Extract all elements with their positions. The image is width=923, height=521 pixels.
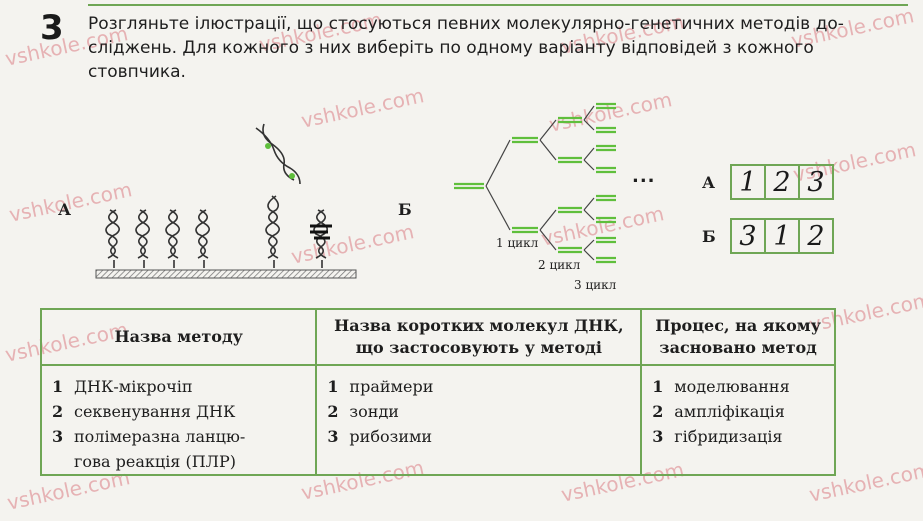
question-text: Розгляньте ілюстрації, що стосуються пев… bbox=[88, 14, 844, 82]
microchip-illustration bbox=[95, 123, 357, 279]
figure-b-label: Б bbox=[398, 200, 412, 219]
option-number: 2 bbox=[652, 402, 664, 421]
option-text: секвенування ДНК bbox=[74, 402, 236, 421]
answer-cell[interactable]: 3 bbox=[732, 220, 766, 252]
option-text: моделювання bbox=[674, 377, 790, 396]
option-item: 1 моделювання bbox=[652, 374, 824, 399]
header-method-name: Назва методу bbox=[39, 308, 318, 366]
answer-grid: 1 2 3 bbox=[730, 164, 834, 200]
answer-cell[interactable]: 1 bbox=[766, 220, 800, 252]
option-text: праймери bbox=[349, 377, 434, 396]
option-item: 2 ампліфікація bbox=[652, 399, 824, 424]
answer-cell[interactable]: 2 bbox=[766, 166, 800, 198]
chip-surface bbox=[95, 269, 357, 279]
option-item: 2 секвенування ДНК bbox=[52, 399, 305, 424]
option-text: гібридизація bbox=[674, 427, 783, 446]
option-text: ДНК-мікрочіп bbox=[74, 377, 193, 396]
option-number: 2 bbox=[327, 402, 339, 421]
option-item: 3 гібридизація bbox=[652, 424, 824, 449]
options-table: Назва методу Назва коротких молекул ДНК,… bbox=[39, 308, 836, 476]
option-item: 3 полімеразна ланцю­гова реакція (ПЛР) bbox=[52, 424, 305, 474]
option-item: 1 ДНК-мікрочіп bbox=[52, 374, 305, 399]
molecule-options: 1 праймери 2 зонди 3 рибозими bbox=[315, 364, 643, 476]
cycle-3-label: 3 цикл bbox=[574, 278, 617, 292]
option-number: 3 bbox=[327, 427, 339, 446]
answer-cell[interactable]: 2 bbox=[807, 220, 825, 252]
option-text: рибозими bbox=[349, 427, 433, 446]
option-text: зонди bbox=[349, 402, 399, 421]
answer-row-a: А 1 2 3 bbox=[702, 164, 834, 200]
figure-a-label: А bbox=[58, 200, 72, 219]
option-number: 3 bbox=[52, 427, 64, 446]
option-number: 1 bbox=[52, 377, 64, 396]
header-process: Процес, на якому засновано метод bbox=[640, 308, 836, 366]
pcr-illustration bbox=[454, 102, 616, 264]
option-text: полімеразна ланцю­гова реакція (ПЛР) bbox=[74, 427, 246, 471]
answer-label: Б bbox=[702, 226, 716, 246]
ellipsis: ... bbox=[632, 166, 656, 187]
question-number: 3 bbox=[40, 8, 64, 48]
header-short-molecules: Назва коротких молекул ДНК, що застосову… bbox=[315, 308, 643, 366]
process-options: 1 моделювання 2 ампліфікація 3 гібридизація bbox=[640, 364, 836, 476]
cycle-2-label: 2 цикл bbox=[538, 258, 581, 272]
answer-grid: 3 1 2 bbox=[730, 218, 834, 254]
option-text: ампліфікація bbox=[674, 402, 785, 421]
method-options: 1 ДНК-мікрочіп 2 секвенування ДНК 3 полімер… bbox=[39, 364, 318, 476]
option-item: 3 рибозими bbox=[327, 424, 630, 449]
option-item: 1 праймери bbox=[327, 374, 630, 399]
option-number: 2 bbox=[52, 402, 64, 421]
option-number: 3 bbox=[652, 427, 664, 446]
option-number: 1 bbox=[652, 377, 664, 396]
option-item: 2 зонди bbox=[327, 399, 630, 424]
top-rule bbox=[88, 4, 908, 6]
option-number: 1 bbox=[327, 377, 339, 396]
answer-cell[interactable]: 3 bbox=[807, 166, 825, 198]
answer-label: А bbox=[702, 172, 716, 192]
answer-cell[interactable]: 1 bbox=[732, 166, 766, 198]
answer-row-b: Б 3 1 2 bbox=[702, 218, 834, 254]
cycle-1-label: 1 цикл bbox=[496, 236, 539, 250]
